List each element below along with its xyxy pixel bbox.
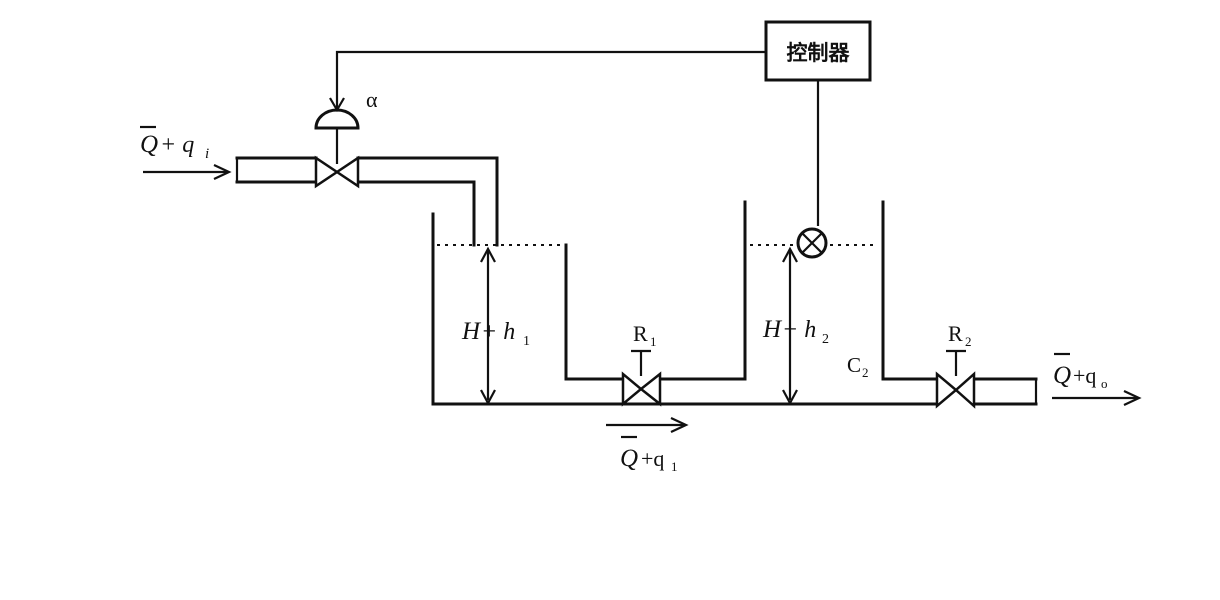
valve-r2-left — [935, 371, 958, 409]
svg-text:1: 1 — [523, 334, 530, 349]
svg-text:H: H — [461, 318, 482, 345]
svg-text:R: R — [633, 321, 648, 346]
inflow-arrowhead — [213, 164, 232, 180]
svg-text:+ h: + h — [782, 317, 816, 343]
tank2-capacity-label: C 2 — [847, 353, 869, 380]
tank1-level-label: H + h 1 — [461, 318, 530, 349]
controller-label: 控制器 — [787, 41, 851, 65]
svg-text:+ h: + h — [481, 319, 515, 345]
svg-text:+q: +q — [641, 446, 664, 471]
valve-r2-label: R 2 — [948, 321, 972, 349]
tank1-level-arrow-up — [480, 246, 496, 263]
level-sensor-cross-b — [801, 232, 823, 254]
outflow-label: Q +q o — [1053, 352, 1108, 391]
outflow-arrowhead — [1123, 390, 1142, 406]
control-valve-left — [314, 155, 340, 189]
svg-text:+ q: + q — [160, 132, 194, 158]
valve-r2-right — [954, 371, 976, 409]
svg-text:2: 2 — [822, 332, 829, 347]
tank2-level-label: H + h 2 — [762, 316, 829, 347]
svg-text:1: 1 — [650, 334, 657, 349]
flow-q1-arrowhead — [670, 417, 689, 433]
svg-text:Q: Q — [1053, 362, 1071, 389]
svg-text:Q: Q — [620, 445, 638, 472]
control-valve-right — [334, 155, 360, 189]
valve-r1-label: R 1 — [633, 321, 657, 349]
svg-text:1: 1 — [671, 459, 678, 474]
valve-r1-left — [621, 371, 643, 407]
svg-text:C: C — [847, 353, 861, 377]
inflow-label: Q + q i — [140, 125, 209, 162]
tank2-level-arrow-up — [782, 246, 798, 263]
tank2-level-arrow-down — [782, 389, 798, 406]
svg-text:2: 2 — [862, 365, 869, 380]
svg-text:Q: Q — [140, 131, 158, 158]
svg-text:+q: +q — [1073, 363, 1096, 388]
flow-q1-label: Q +q 1 — [620, 435, 678, 474]
valve-actuator-diaphragm — [314, 108, 360, 130]
valve-r1-right — [638, 371, 662, 407]
actuator-label: α — [366, 87, 378, 112]
control-signal-line — [335, 50, 766, 108]
svg-text:o: o — [1101, 376, 1108, 391]
svg-text:H: H — [762, 316, 783, 343]
svg-text:i: i — [205, 146, 209, 162]
svg-text:2: 2 — [965, 334, 972, 349]
svg-text:R: R — [948, 321, 963, 346]
